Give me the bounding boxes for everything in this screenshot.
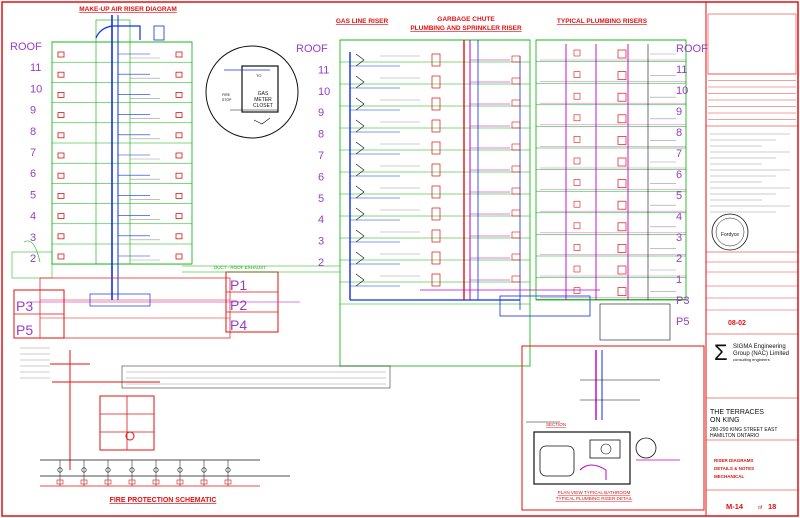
floor-label-left: 4 — [30, 211, 36, 223]
floor-label-right: 5 — [676, 190, 682, 202]
parking-label: P5 — [16, 322, 33, 338]
plumbing-sprinkler-title: PLUMBING AND SPRINKLER RISER — [410, 25, 522, 32]
floor-label-left: 8 — [30, 126, 36, 138]
svg-text:FIRE: FIRE — [222, 93, 231, 97]
parking-label: P4 — [230, 317, 247, 333]
floor-label-center: 4 — [318, 214, 324, 226]
parking-blocks — [13, 265, 340, 339]
firm-name-1: SIGMA Engineering — [733, 344, 786, 350]
sheet-title-3: MECHANICAL — [714, 474, 744, 479]
drawing-of: of — [758, 505, 763, 511]
floor-label-left: 7 — [30, 147, 36, 159]
floor-label-left: 11 — [30, 62, 41, 74]
gas-riser-title: GAS LINE RISER — [336, 18, 389, 25]
firm-name-3: consulting engineers — [733, 357, 770, 362]
duct-note: DUCT - ROOF EXHAUST — [214, 265, 266, 270]
floor-label-center: 5 — [318, 193, 324, 205]
drawing-number: M-14 — [726, 502, 744, 511]
title-block-frame — [705, 1, 799, 517]
sigma-logo: Σ — [714, 340, 728, 365]
project-address-1: 280-290 KING STREET EAST — [710, 427, 777, 433]
section-label: SECTION — [546, 422, 566, 427]
floor-label-right: 6 — [676, 169, 682, 181]
parking-label: P3 — [16, 298, 33, 314]
floor-label-left: 2 — [30, 253, 36, 265]
garbage-chute-title: GARBAGE CHUTE — [437, 16, 495, 23]
floor-label-right: P3 — [676, 295, 689, 307]
floor-label-center: 8 — [318, 129, 324, 141]
floor-label-right: 4 — [676, 211, 682, 223]
engineer-seal: Fordyce — [721, 232, 739, 238]
floor-label-right: 9 — [676, 106, 682, 118]
floor-label-center: 9 — [318, 107, 324, 119]
floor-label-right: P5 — [676, 316, 689, 328]
floor-label-right: 8 — [676, 127, 682, 139]
detail-label-closet: CLOSET — [253, 103, 273, 109]
detail-label-meter: METER — [254, 97, 272, 103]
drawing-total: 18 — [768, 502, 776, 511]
svg-text:TO: TO — [256, 73, 261, 78]
typical-plumbing-title: TYPICAL PLUMBING RISERS — [557, 18, 648, 25]
floor-label-right: 7 — [676, 148, 682, 160]
parking-label: P2 — [230, 297, 247, 313]
floor-label-right: 2 — [676, 253, 682, 265]
floor-label-right: 11 — [676, 64, 687, 76]
plan-view-label: PLAN VIEW TYPICAL BATHROOM — [558, 490, 631, 495]
floor-label-left: 6 — [30, 168, 36, 180]
project-number: 08-02 — [728, 320, 746, 327]
floor-label-left: ROOF — [10, 41, 42, 53]
floor-label-left: 5 — [30, 189, 36, 201]
title-block — [706, 13, 798, 491]
floor-label-center: 11 — [318, 64, 329, 76]
fire-protection-title: FIRE PROTECTION SCHEMATIC — [110, 497, 217, 504]
sheet-title-1: RISER DIAGRAMS — [714, 458, 754, 463]
parking-label: P1 — [230, 277, 247, 293]
floor-label-center: 10 — [318, 86, 330, 98]
floor-label-right: ROOF — [676, 43, 708, 55]
floor-label-center: ROOF — [296, 43, 328, 55]
building-center — [339, 39, 671, 367]
gas-meter-detail: TO FIRE STOP — [205, 45, 299, 139]
bathroom-detail-box — [521, 345, 705, 511]
project-name-2: ON KING — [710, 417, 740, 424]
building-left — [11, 15, 193, 300]
building-right — [535, 39, 687, 301]
floor-label-left: 9 — [30, 105, 36, 117]
sheet-title-2: DETAILS & NOTES — [714, 466, 754, 471]
floor-label-right: 3 — [676, 232, 682, 244]
makeup-air-title: MAKE-UP AIR RISER DIAGRAM — [79, 6, 177, 13]
floor-label-center: 7 — [318, 150, 324, 162]
firm-name-2: Group (NAC) Limited — [733, 351, 789, 357]
plan-riser-label: TYPICAL PLUMBING RISER DETAIL — [556, 496, 633, 501]
project-name-1: THE TERRACES — [710, 409, 764, 416]
floor-label-right: 1 — [676, 274, 682, 286]
svg-text:STOP: STOP — [222, 98, 232, 102]
project-address-2: HAMILTON ONTARIO — [710, 433, 759, 439]
floor-label-center: 6 — [318, 171, 324, 183]
floor-label-center: 2 — [318, 257, 324, 269]
floor-label-left: 3 — [30, 232, 36, 244]
floor-label-left: 10 — [30, 83, 42, 95]
detail-label-gas: GAS — [258, 91, 269, 97]
fire-protection-schematic — [40, 350, 391, 487]
floor-label-right: 10 — [676, 85, 688, 97]
floor-label-center: 3 — [318, 236, 324, 248]
